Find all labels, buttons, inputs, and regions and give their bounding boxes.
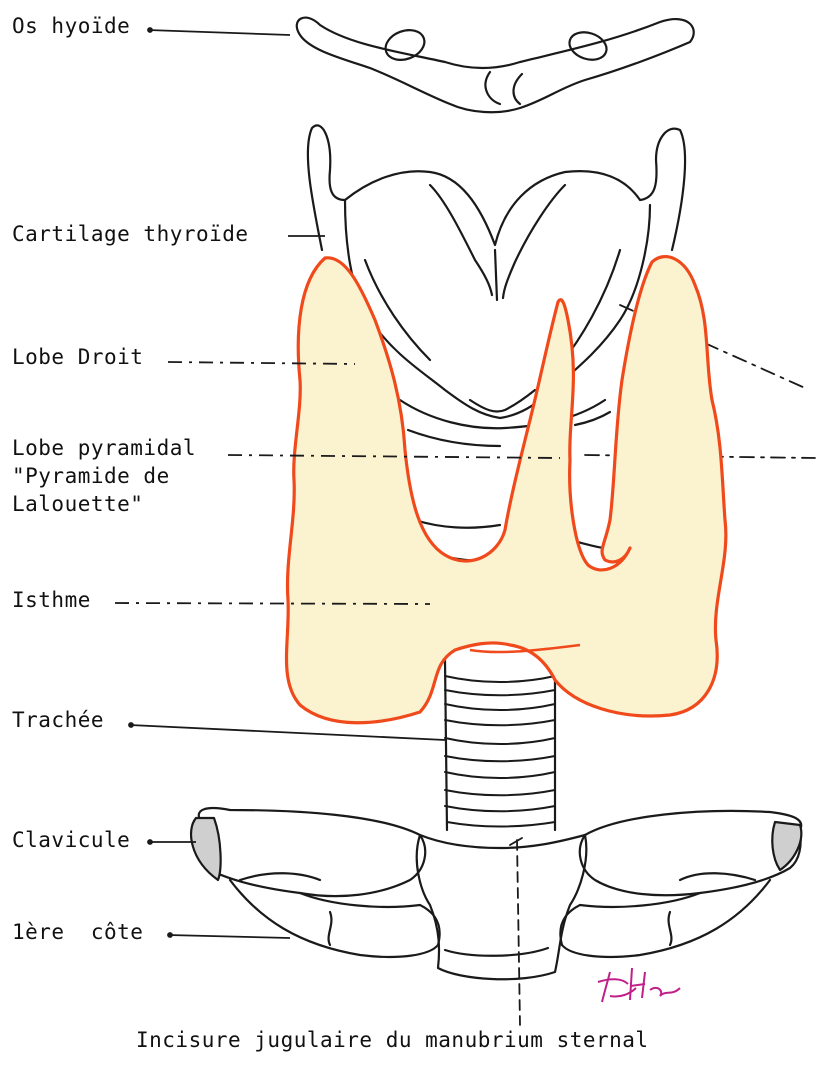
label-pyramide-de: "Pyramide de [12, 462, 170, 490]
label-lobe-pyramidal: Lobe pyramidal [12, 434, 196, 462]
label-cartilage-thyroide: Cartilage thyroïde [12, 220, 249, 248]
label-lalouette: Lalouette" [12, 490, 143, 518]
thyroid-gland [287, 257, 726, 723]
manubrium [417, 835, 587, 979]
label-premiere-cote: 1ère côte [12, 918, 143, 946]
label-lobe-droit: Lobe Droit [12, 343, 143, 371]
label-os-hyoide: Os hyoïde [12, 12, 130, 40]
trachea [445, 660, 555, 830]
left-clavicle [191, 808, 425, 896]
hyoid-bone [297, 18, 694, 113]
label-incisure-jugulaire: Incisure jugulaire du manubrium sternal [136, 1026, 649, 1054]
signature [598, 968, 680, 1002]
label-isthme: Isthme [12, 586, 91, 614]
label-clavicule: Clavicule [12, 826, 130, 854]
label-trachee: Trachée [12, 706, 104, 734]
first-ribs [230, 880, 770, 957]
